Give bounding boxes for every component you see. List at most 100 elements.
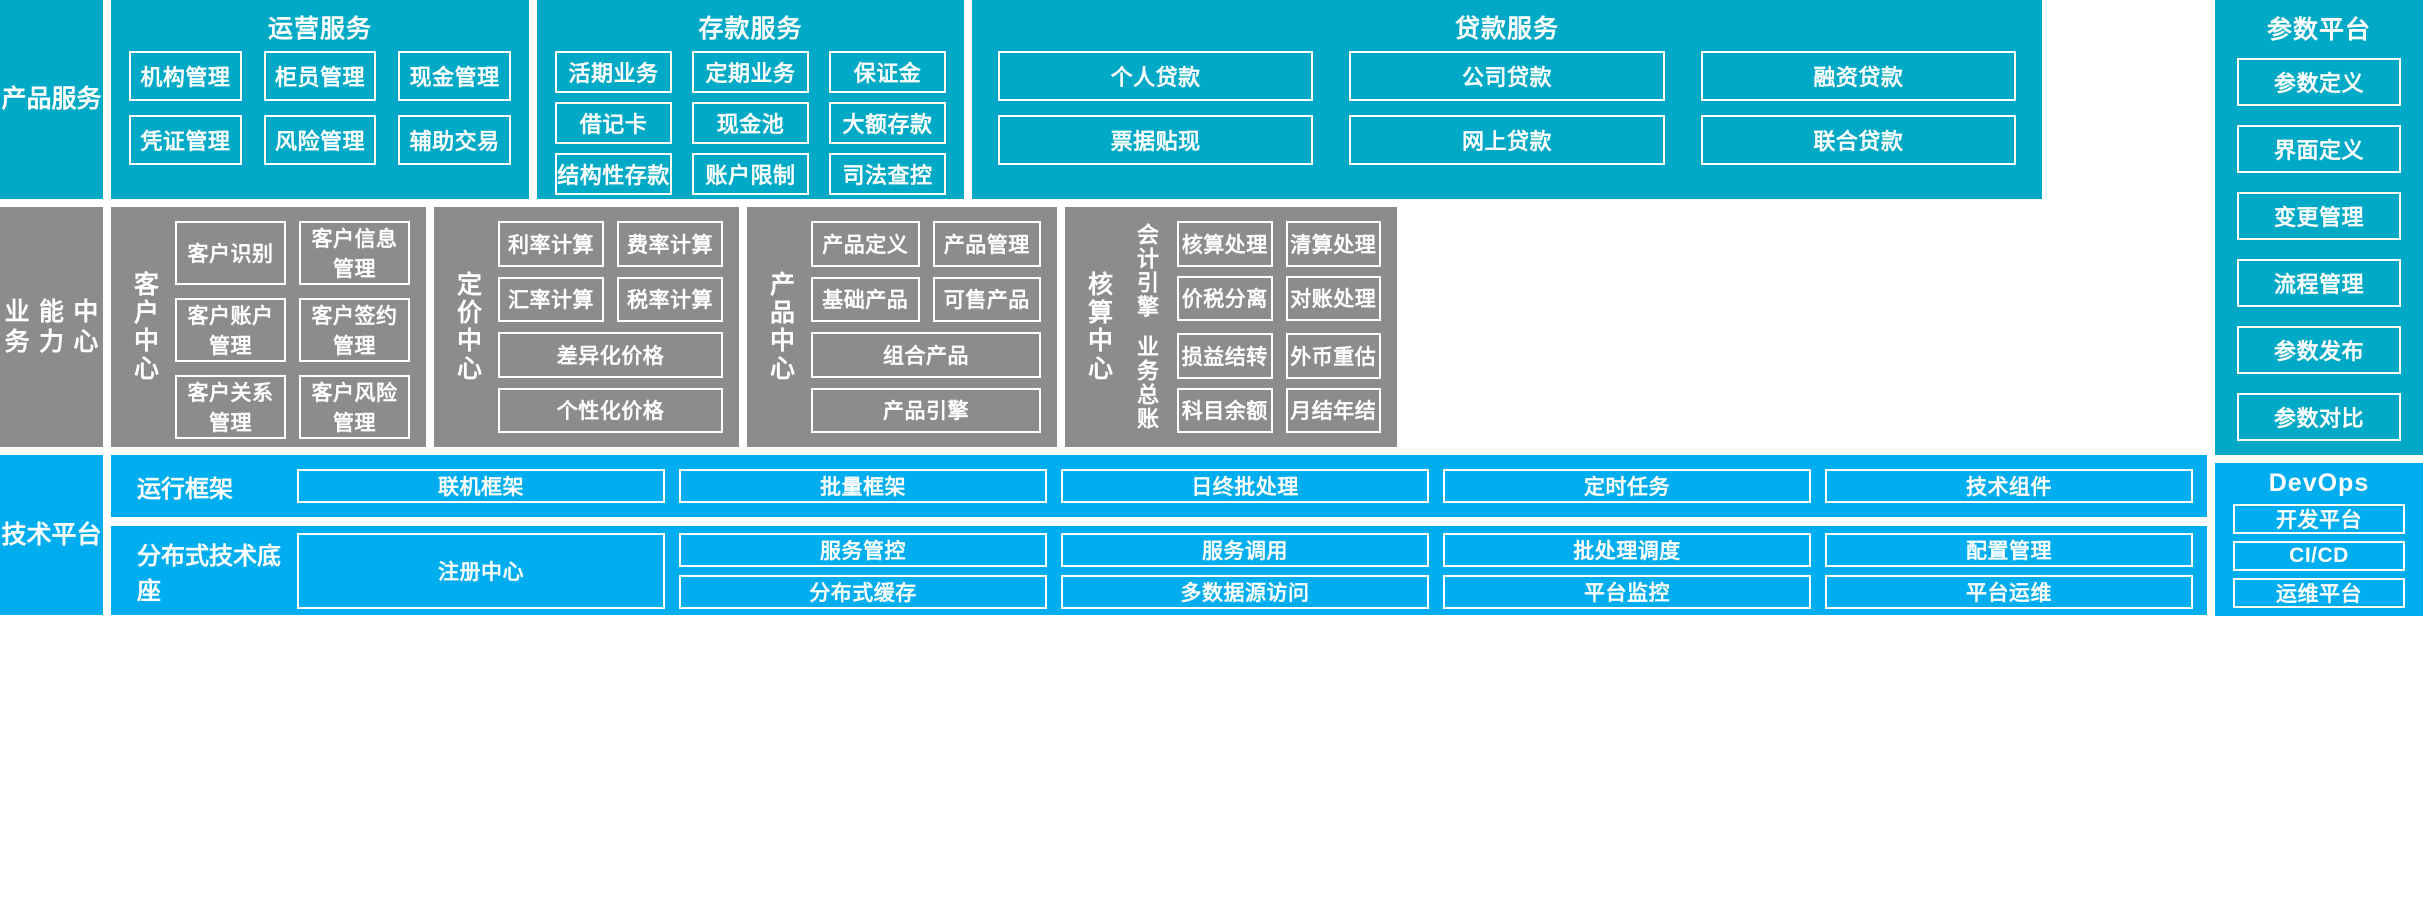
- registry-center-tile[interactable]: 注册中心: [297, 532, 665, 609]
- capability-tile[interactable]: 利率计算: [498, 221, 604, 267]
- parameter-tile[interactable]: 参数定义: [2237, 58, 2401, 106]
- deposit-services-title: 存款服务: [698, 15, 803, 43]
- parameter-tile[interactable]: 参数发布: [2237, 326, 2401, 374]
- service-tile[interactable]: 活期业务: [555, 51, 672, 93]
- center-customer-label: 客户中心: [130, 271, 159, 383]
- tech-tile[interactable]: 服务调用: [1061, 532, 1429, 567]
- tech-tile[interactable]: 平台监控: [1443, 574, 1811, 609]
- service-tile[interactable]: 机构管理: [129, 51, 242, 101]
- center-product-grid: 产品定义 产品管理 基础产品 可售产品 组合产品 产品引擎: [811, 221, 1041, 433]
- capability-tile[interactable]: 外币重估: [1285, 333, 1381, 379]
- capability-tile[interactable]: 汇率计算: [498, 276, 604, 322]
- tech-tile[interactable]: 配置管理: [1825, 532, 2193, 567]
- service-tile[interactable]: 风险管理: [263, 115, 377, 165]
- tech-tile[interactable]: 联机框架: [297, 469, 665, 503]
- technology-platform-row: 技术平台 运行框架 联机框架 批量框架 日终批处理 定时任务 技术组件 分布式技…: [0, 455, 2423, 615]
- capability-tile[interactable]: 清算处理: [1285, 221, 1381, 267]
- capability-tile[interactable]: 价税分离: [1177, 275, 1273, 321]
- service-tile[interactable]: 辅助交易: [398, 115, 511, 165]
- distributed-base-strip: 分布式技术底座 注册中心 服务管控 服务调用 批处理调度 配置管理 分布式缓存 …: [111, 526, 2207, 615]
- capability-tile-wide[interactable]: 个性化价格: [498, 387, 723, 433]
- devops-tile[interactable]: 运维平台: [2233, 578, 2405, 608]
- accounting-engine-grid: 核算处理 清算处理 价税分离 对账处理: [1177, 221, 1381, 321]
- panel-operation-services: 运营服务 机构管理 柜员管理 现金管理 凭证管理 风险管理 辅助交易: [111, 0, 529, 199]
- capability-tile[interactable]: 客户签约管理: [299, 298, 410, 362]
- panel-devops: DevOps 开发平台 CI/CD 运维平台: [2215, 463, 2423, 616]
- accounting-engine-label: 会计引擎: [1134, 223, 1159, 319]
- runtime-framework-cells: 联机框架 批量框架 日终批处理 定时任务 技术组件: [297, 469, 2193, 503]
- capability-tile-wide[interactable]: 产品引擎: [811, 387, 1041, 433]
- service-tile[interactable]: 保证金: [829, 51, 946, 93]
- distributed-base-label: 分布式技术底座: [137, 542, 281, 605]
- capability-tile[interactable]: 费率计算: [617, 221, 723, 267]
- parameter-tile[interactable]: 界面定义: [2237, 125, 2401, 173]
- parameter-platform-list: 参数定义 界面定义 变更管理 流程管理 参数发布 参数对比: [2237, 58, 2401, 441]
- tech-tile[interactable]: 分布式缓存: [679, 574, 1047, 609]
- capability-tile[interactable]: 客户关系管理: [175, 375, 286, 439]
- center-accounting: 核算中心 会计引擎 核算处理 清算处理 价税分离 对账处理 业务总账 损益结转 …: [1065, 207, 1397, 447]
- service-tile[interactable]: 柜员管理: [263, 51, 377, 101]
- tech-tile[interactable]: 平台运维: [1825, 574, 2193, 609]
- capability-tile[interactable]: 基础产品: [811, 276, 920, 322]
- service-tile[interactable]: 票据贴现: [998, 115, 1314, 165]
- accounting-group-engine: 会计引擎 核算处理 清算处理 价税分离 对账处理: [1129, 221, 1381, 321]
- tech-tile[interactable]: 技术组件: [1825, 469, 2193, 503]
- service-tile[interactable]: 个人贷款: [998, 51, 1314, 101]
- product-services-rail: 产品服务: [0, 0, 103, 199]
- right-column: 参数平台 参数定义 界面定义 变更管理 流程管理 参数发布 参数对比 DevOp…: [2215, 0, 2423, 616]
- capability-tile[interactable]: 客户信息管理: [299, 221, 410, 285]
- parameter-tile[interactable]: 流程管理: [2237, 259, 2401, 307]
- capability-tile[interactable]: 损益结转: [1177, 333, 1273, 379]
- parameter-tile[interactable]: 参数对比: [2237, 393, 2401, 441]
- capability-tile[interactable]: 科目余额: [1177, 387, 1273, 433]
- service-tile[interactable]: 司法查控: [829, 153, 946, 195]
- service-tile[interactable]: 凭证管理: [129, 115, 242, 165]
- accounting-group-ledger: 业务总账 损益结转 外币重估 科目余额 月结年结: [1129, 333, 1381, 433]
- center-accounting-label: 核算中心: [1084, 271, 1113, 383]
- service-tile[interactable]: 账户限制: [692, 153, 809, 195]
- service-tile[interactable]: 借记卡: [555, 102, 672, 144]
- tech-tile[interactable]: 日终批处理: [1061, 469, 1429, 503]
- deposit-services-grid: 活期业务 定期业务 保证金 借记卡 现金池 大额存款 结构性存款 账户限制 司法…: [537, 51, 964, 206]
- tech-tile[interactable]: 多数据源访问: [1061, 574, 1429, 609]
- capability-tile[interactable]: 客户风险管理: [299, 375, 410, 439]
- service-tile[interactable]: 大额存款: [829, 102, 946, 144]
- service-tile[interactable]: 融资贷款: [1700, 51, 2016, 101]
- capability-tile[interactable]: 可售产品: [932, 276, 1041, 322]
- capability-tile[interactable]: 核算处理: [1177, 221, 1273, 267]
- center-accounting-groups: 会计引擎 核算处理 清算处理 价税分离 对账处理 业务总账 损益结转 外币重估 …: [1129, 221, 1381, 433]
- tech-tile[interactable]: 定时任务: [1443, 469, 1811, 503]
- capability-tile[interactable]: 产品定义: [811, 221, 920, 267]
- capability-tile[interactable]: 月结年结: [1285, 387, 1381, 433]
- service-tile[interactable]: 结构性存款: [555, 153, 672, 195]
- center-product-label: 产品中心: [766, 271, 795, 383]
- capability-tile-wide[interactable]: 差异化价格: [498, 332, 723, 378]
- service-tile[interactable]: 公司贷款: [1349, 51, 1665, 101]
- center-customer-grid: 客户识别 客户信息管理 客户账户管理 客户签约管理 客户关系管理 客户风险管理: [175, 221, 410, 439]
- service-tile[interactable]: 定期业务: [692, 51, 809, 93]
- accounting-ledger-grid: 损益结转 外币重估 科目余额 月结年结: [1177, 333, 1381, 433]
- tech-tile[interactable]: 服务管控: [679, 532, 1047, 567]
- panel-parameter-platform: 参数平台 参数定义 界面定义 变更管理 流程管理 参数发布 参数对比: [2215, 0, 2423, 455]
- tech-tile[interactable]: 批量框架: [679, 469, 1047, 503]
- service-tile[interactable]: 联合贷款: [1700, 115, 2016, 165]
- panel-loan-services: 贷款服务 个人贷款 公司贷款 融资贷款 票据贴现 网上贷款 联合贷款: [972, 0, 2042, 199]
- runtime-framework-strip: 运行框架 联机框架 批量框架 日终批处理 定时任务 技术组件: [111, 455, 2207, 517]
- capability-tile-wide[interactable]: 组合产品: [811, 332, 1041, 378]
- distributed-base-cells: 注册中心 服务管控 服务调用 批处理调度 配置管理 分布式缓存 多数据源访问 平…: [297, 532, 2193, 609]
- devops-tile[interactable]: CI/CD: [2233, 541, 2405, 571]
- service-tile[interactable]: 现金管理: [398, 51, 511, 101]
- center-pricing-label: 定价中心: [453, 271, 482, 383]
- service-tile[interactable]: 现金池: [692, 102, 809, 144]
- devops-title: DevOps: [2268, 469, 2370, 497]
- devops-tile[interactable]: 开发平台: [2233, 504, 2405, 534]
- capability-tile[interactable]: 客户账户管理: [175, 298, 286, 362]
- tech-tile[interactable]: 批处理调度: [1443, 532, 1811, 567]
- parameter-tile[interactable]: 变更管理: [2237, 192, 2401, 240]
- service-tile[interactable]: 网上贷款: [1349, 115, 1665, 165]
- capability-tile[interactable]: 税率计算: [617, 276, 723, 322]
- capability-tile[interactable]: 客户识别: [175, 221, 286, 285]
- capability-tile[interactable]: 产品管理: [932, 221, 1041, 267]
- capability-tile[interactable]: 对账处理: [1285, 275, 1381, 321]
